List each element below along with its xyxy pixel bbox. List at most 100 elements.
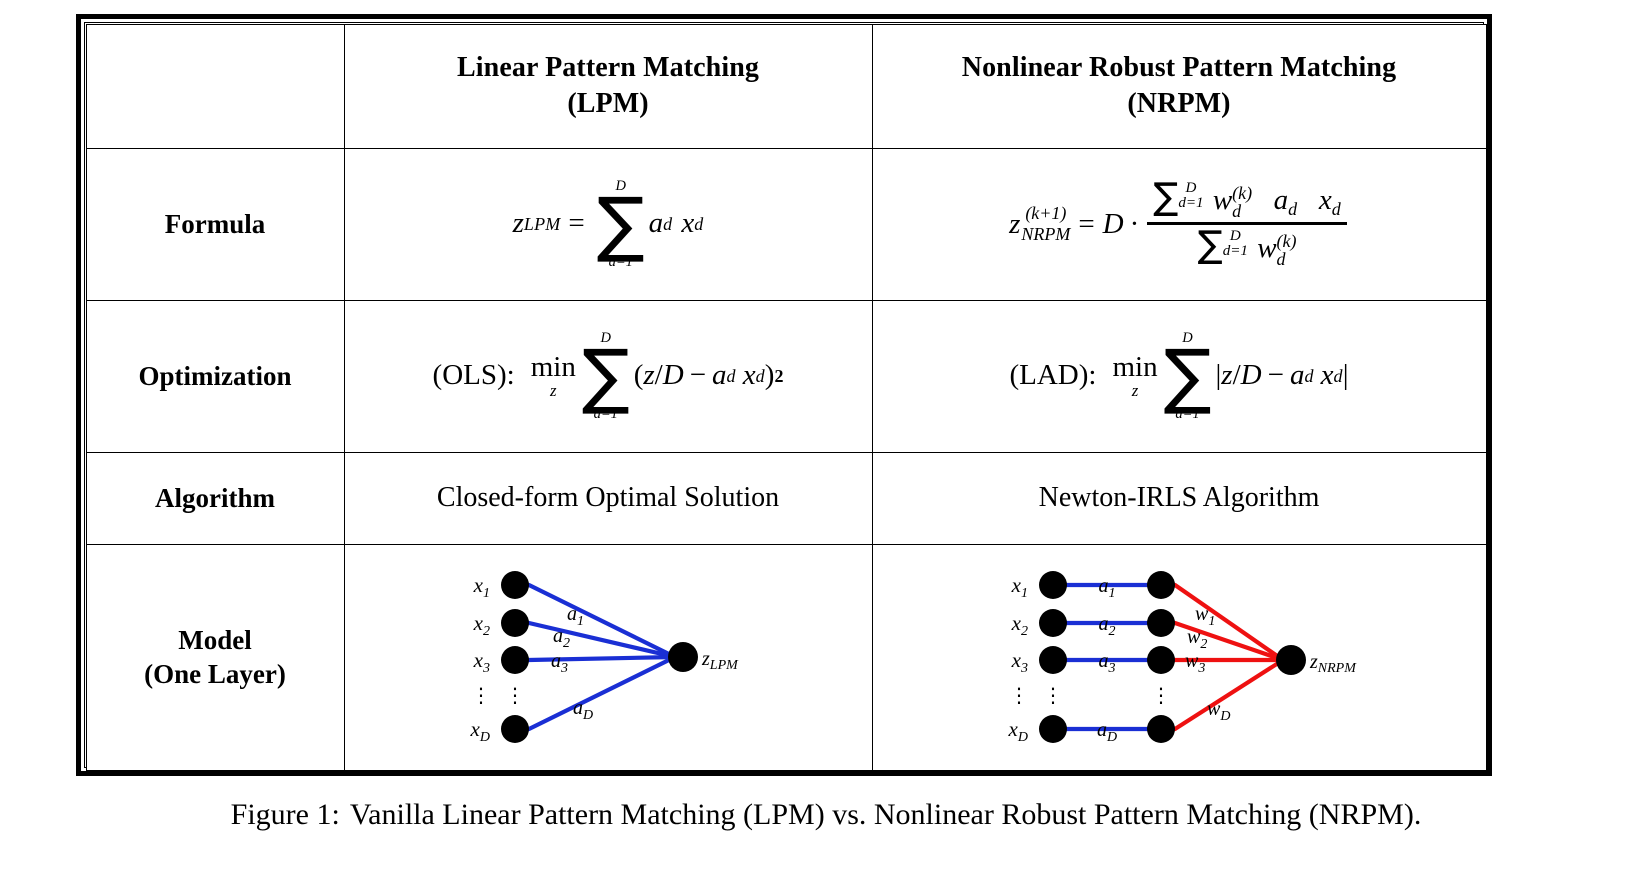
nrpm-w-label-3: w3 [1185,650,1205,676]
optimization-nrpm-sum-lower: d=1 [1175,405,1200,422]
optimization-nrpm-body-a: a [1289,359,1305,392]
optimization-lpm-body-z: z [643,359,655,392]
comparison-table: Linear Pattern Matching (LPM) Nonlinear … [85,23,1487,771]
nrpm-input-label-1: x1 [1011,573,1028,601]
formula-nrpm-num-w-scripts: (k)d [1232,182,1253,221]
optimization-lpm-method: (OLS): [432,359,515,392]
algorithm-nrpm-text: Newton-IRLS Algorithm [1038,482,1320,513]
row-label-optimization-cell: Optimization [85,299,345,453]
lpm-edge-label-3: a3 [551,650,568,676]
nrpm-hidden-node-D [1147,715,1175,743]
formula-lpm-sum-upper: D [615,177,626,194]
optimization-nrpm-body-z: z [1221,359,1233,392]
lpm-edge-3 [526,654,678,663]
nrpm-input-nodes [1039,571,1067,743]
nrpm-network-diagram: x1 x2 x3 xD a1 a2 a3 aD [1008,571,1357,745]
nrpm-input-label-2: x2 [1011,611,1028,639]
nrpm-input-labels: x1 x2 x3 xD [1008,573,1028,745]
algorithm-lpm-text: Closed-form Optimal Solution [436,482,780,513]
optimization-nrpm-expression: (LAD): min z D ∑ d=1 |z/D [1009,331,1348,421]
optimization-nrpm-method: (LAD): [1009,359,1097,392]
nrpm-hidden-nodes [1147,571,1175,743]
lpm-edge-D [526,654,678,732]
nrpm-vdots-inputs: ⋮ [1043,683,1063,707]
optimization-nrpm-body-d: D [1240,359,1262,392]
formula-lpm-lhs-sub: LPM [523,214,561,234]
nrpm-w-edge-1 [1172,582,1286,663]
optimization-nrpm-minus: − [1267,359,1284,392]
sigma-icon: ∑ [1153,174,1179,218]
nrpm-hidden-node-1 [1147,571,1175,599]
optimization-lpm-body-d: D [662,359,684,392]
row-label-formula: Formula [164,208,266,239]
optimization-nrpm-summation: D ∑ d=1 [1164,331,1212,421]
nrpm-input-label-3: x3 [1011,648,1028,676]
table-row-optimization: Optimization (OLS): min z D [85,299,1487,453]
row-label-optimization: Optimization [138,360,292,391]
figure-caption-text: Vanilla Linear Pattern Matching (LPM) vs… [349,798,1422,831]
formula-nrpm-lhs-scripts: (k+1)NRPM [1021,204,1070,244]
nrpm-vertical-dots: ⋮ ⋮ ⋮ [1009,683,1171,707]
optimization-lpm-close-paren: ) [764,359,775,392]
column-title-nrpm: Nonlinear Robust Pattern Matching (NRPM) [873,50,1486,122]
lpm-output-node [668,642,698,672]
optimization-lpm-min-var: z [549,380,557,400]
optimization-nrpm-slash: / [1232,359,1241,392]
formula-nrpm-den-sum-lower: d=1 [1222,243,1248,260]
nrpm-input-node-D [1039,715,1067,743]
optimization-lpm-exponent: 2 [774,366,784,386]
nrpm-input-label-D: xD [1008,717,1028,745]
row-label-model: Model (One Layer) [87,623,344,691]
optimization-nrpm-close-bar: | [1342,359,1349,392]
lpm-input-node-3 [501,646,529,674]
row-label-model-line1: Model [178,624,252,655]
column-title-nrpm-line1: Nonlinear Robust Pattern Matching [961,52,1397,84]
formula-nrpm-den-w-sup: (k) [1276,230,1297,251]
table-row-model: Model (One Layer) [85,543,1487,771]
nrpm-input-node-3 [1039,646,1067,674]
formula-nrpm-num-x: x [1318,183,1332,216]
optimization-lpm-open-paren: ( [633,359,644,392]
formula-nrpm-num-sum-lower: d=1 [1178,195,1204,212]
nrpm-w-label-2: w2 [1187,626,1207,652]
optimization-nrpm-body-x: x [1320,359,1334,392]
formula-nrpm-factor-d: D [1102,207,1124,240]
sigma-icon: ∑ [1163,334,1212,418]
formula-nrpm-num-w-sub: d [1232,200,1242,221]
formula-lpm-equals: = [568,207,585,240]
nrpm-w-edge-labels: w1 w2 w3 wD [1185,603,1230,724]
optimization-lpm-sum-lower: d=1 [593,405,618,422]
optimization-lpm-body-x-sub: d [755,366,765,386]
header-corner-cell [85,23,345,149]
formula-nrpm-lhs-sup: (k+1) [1025,203,1067,224]
optimization-lpm-minus: − [689,359,707,392]
lpm-input-node-D [501,715,529,743]
model-cell-lpm: x1 x2 x3 xD a1 a2 a3 aD [343,543,873,771]
formula-nrpm-num-sum-upper: D [1185,179,1197,196]
nrpm-a-label-1: a1 [1099,575,1116,601]
figure-caption: Figure 1: Vanilla Linear Pattern Matching… [6,798,1646,832]
formula-nrpm-num-w-sup: (k) [1232,182,1253,203]
row-label-formula-cell: Formula [85,147,345,301]
nrpm-w-label-D: wD [1207,698,1230,724]
optimization-lpm-body-a: a [712,359,727,392]
formula-nrpm-dot: · [1129,207,1140,240]
table-row-algorithm: Algorithm Closed-form Optimal Solution N… [85,451,1487,545]
formula-lpm-lhs-var: z [512,207,524,240]
nrpm-a-label-D: aD [1097,719,1117,745]
formula-lpm-term-a: a [648,207,664,240]
formula-nrpm-fraction: ∑ D d=1 w(k)d ad [1147,174,1347,268]
optimization-nrpm-min: min [1112,350,1158,383]
formula-lpm-term-a-sub: d [663,214,673,234]
lpm-input-node-1 [501,571,529,599]
row-label-model-cell: Model (One Layer) [85,543,345,771]
sigma-icon: ∑ [581,334,630,418]
sigma-icon: ∑ [596,182,645,266]
lpm-input-label-D: xD [470,717,490,745]
figure-caption-label: Figure 1: [230,798,340,831]
formula-nrpm-lhs-var: z [1009,207,1021,240]
formula-nrpm-lhs-sub: NRPM [1021,223,1071,244]
